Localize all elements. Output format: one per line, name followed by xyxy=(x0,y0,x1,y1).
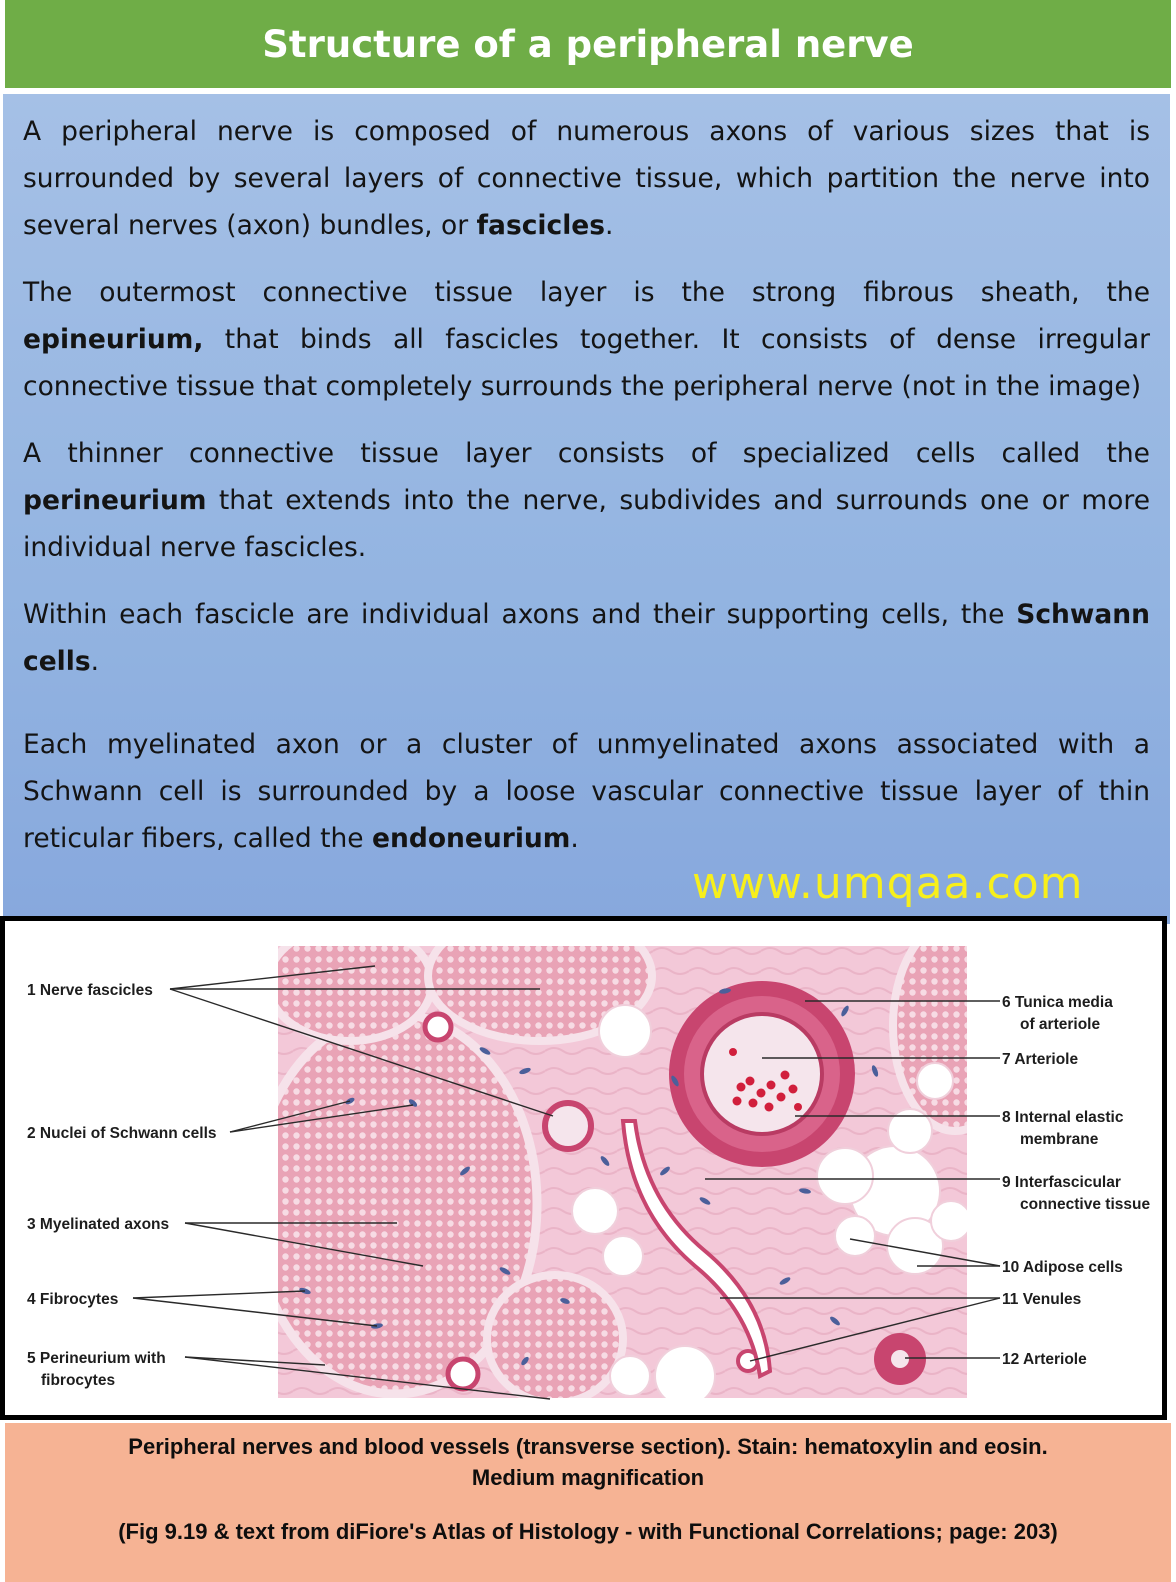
micrograph xyxy=(278,946,967,1398)
para-text: A peripheral nerve is composed of numero… xyxy=(23,116,1150,241)
label-adipose-cells: 10 Adipose cells xyxy=(1002,1259,1123,1276)
para-text: . xyxy=(570,823,579,854)
histology-diagram: 1 Nerve fascicles 2 Nuclei of Schwann ce… xyxy=(27,946,1150,1400)
label-schwann-nuclei: 2 Nuclei of Schwann cells xyxy=(27,1125,217,1142)
blood-cells xyxy=(729,1048,802,1112)
label-fibrocytes: 4 Fibrocytes xyxy=(27,1291,118,1308)
histology-figure: 1 Nerve fascicles 2 Nuclei of Schwann ce… xyxy=(0,916,1167,1420)
label-arteriole: 7 Arteriole xyxy=(1002,1051,1078,1068)
paragraph-fascicles: A peripheral nerve is composed of numero… xyxy=(23,108,1150,249)
label-tunica-media-line2: of arteriole xyxy=(1020,1016,1100,1033)
para-text: that extends into the nerve, subdivides … xyxy=(23,485,1150,563)
para-text: . xyxy=(605,210,614,241)
figure-caption: Peripheral nerves and blood vessels (tra… xyxy=(5,1423,1171,1582)
label-myelinated-axons: 3 Myelinated axons xyxy=(27,1216,169,1233)
para-text: that binds all fascicles together. It co… xyxy=(23,324,1150,402)
para-text: The outermost connective tissue layer is… xyxy=(23,277,1150,308)
venule xyxy=(620,1119,773,1380)
left-labels: 1 Nerve fascicles 2 Nuclei of Schwann ce… xyxy=(27,982,217,1389)
label-perineurium-line2: fibrocytes xyxy=(41,1372,115,1389)
term-endoneurium: endoneurium xyxy=(372,823,571,854)
paragraph-schwann: Within each fascicle are individual axon… xyxy=(23,591,1150,685)
leader-lines xyxy=(132,965,1001,1400)
paragraph-endoneurium: Each myelinated axon or a cluster of unm… xyxy=(23,721,1150,862)
arteriole-lumen xyxy=(891,1350,909,1368)
caption-line-2: Medium magnification xyxy=(471,1465,705,1490)
adipose-cells xyxy=(571,1004,967,1398)
label-perineurium: 5 Perineurium with xyxy=(27,1350,166,1367)
fascicle-bottom xyxy=(483,1271,627,1398)
watermark-url: www.umqaa.com xyxy=(692,858,1084,909)
term-fascicles: fascicles xyxy=(476,210,606,241)
label-venules: 11 Venules xyxy=(1002,1291,1081,1308)
internal-elastic-membrane xyxy=(700,1012,824,1136)
term-perineurium: perineurium xyxy=(23,485,207,516)
caption-source: (Fig 9.19 & text from diFiore's Atlas of… xyxy=(118,1519,1058,1544)
para-text: . xyxy=(90,646,100,677)
label-tunica-media: 6 Tunica media xyxy=(1002,994,1113,1011)
label-interfascicular: 9 Interfascicular xyxy=(1002,1174,1121,1191)
label-internal-elastic: 8 Internal elastic xyxy=(1002,1109,1124,1126)
para-text: Each myelinated axon or a cluster of unm… xyxy=(23,729,1150,854)
term-schwann-cells: Schwann cells xyxy=(23,599,1150,677)
paragraph-epineurium: The outermost connective tissue layer is… xyxy=(23,269,1150,410)
paragraph-perineurium: A thinner connective tissue layer consis… xyxy=(23,430,1150,571)
small-fascicle xyxy=(542,1100,594,1152)
label-interfascicular-line2: connective tissue xyxy=(1020,1196,1150,1213)
caption-line-1: Peripheral nerves and blood vessels (tra… xyxy=(128,1434,1048,1459)
label-internal-elastic-line2: membrane xyxy=(1020,1131,1099,1148)
para-text: A thinner connective tissue layer consis… xyxy=(23,438,1150,469)
capillary xyxy=(422,1011,454,1043)
term-epineurium: epineurium, xyxy=(23,324,204,355)
right-labels: 6 Tunica media of arteriole 7 Arteriole … xyxy=(1002,994,1150,1368)
text-panel: A peripheral nerve is composed of numero… xyxy=(3,94,1170,924)
page-title: Structure of a peripheral nerve xyxy=(5,0,1171,88)
label-nerve-fascicles: 1 Nerve fascicles xyxy=(27,982,153,999)
fascicle-top-left xyxy=(278,946,436,1045)
fascicle-top-middle xyxy=(424,946,656,1045)
label-arteriole-12: 12 Arteriole xyxy=(1002,1351,1087,1368)
small-vessel xyxy=(445,1356,481,1392)
para-text: Within each fascicle are individual axon… xyxy=(23,599,1017,630)
fascicle-right xyxy=(889,946,967,1135)
